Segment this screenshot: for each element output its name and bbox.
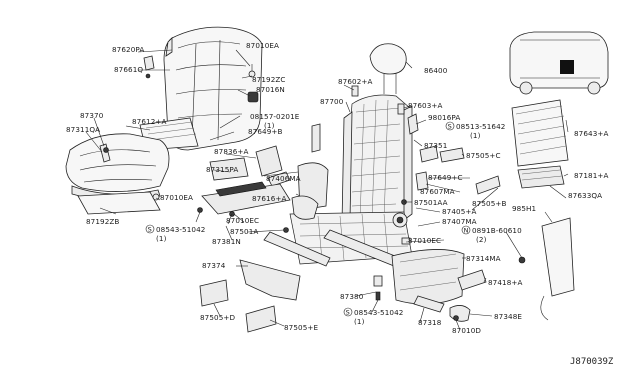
vehicle-inset (509, 31, 609, 95)
label-08513-qty: (1) (470, 131, 481, 140)
headrest (369, 43, 407, 94)
cover-87505e (245, 305, 277, 333)
label-87407ma: 87407MA (442, 217, 477, 226)
label-87010d: 87010D (452, 326, 481, 335)
label-87649b: 87649+B (248, 127, 283, 136)
lever-87318 (413, 295, 445, 313)
callout-0891b: N 0891B-60610 (2) (461, 225, 522, 244)
cover-87505d (199, 279, 229, 307)
label-87192zb: 87192ZB (86, 217, 119, 226)
small-right-parts (401, 113, 501, 245)
svg-text:S: S (346, 309, 350, 317)
label-87406ma: 87406MA (266, 174, 301, 183)
diagram-code: J870039Z (570, 357, 614, 367)
label-87370: 87370 (80, 111, 104, 120)
side-airbag-module (518, 217, 575, 321)
svg-text:S: S (448, 123, 452, 131)
label-87374: 87374 (202, 261, 226, 270)
headrest-guide (351, 85, 405, 115)
leader-lines (85, 49, 569, 331)
outer-shield-87314ma (391, 249, 465, 305)
label-87010ec: 87010EC (226, 216, 259, 225)
label-87192zc: 87192ZC (252, 75, 286, 84)
callout-08513: S 08513-51642 (1) (445, 121, 505, 140)
label-87612a: 87612+A (132, 117, 167, 126)
label-08543-bottom: 08543-51042 (354, 308, 403, 317)
label-87016n: 87016N (256, 85, 285, 94)
label-87620pa: 87620PA (112, 45, 144, 54)
label-87602a: 87602+A (338, 77, 373, 86)
label-87311qa: 87311QA (66, 125, 100, 134)
part-labels: 87620PA 87661Q 87010EA 87192ZC 87016N 08… (66, 41, 609, 335)
label-87700: 87700 (320, 97, 344, 106)
bolt-87380 (373, 275, 383, 301)
seat-cushion (65, 133, 170, 201)
svg-text:S: S (148, 226, 152, 234)
back-board (511, 99, 569, 167)
label-87314ma: 87314MA (466, 254, 501, 263)
label-87418a: 87418+A (488, 278, 523, 287)
label-87643a: 87643+A (574, 129, 609, 138)
label-87501aa: 87501AA (414, 198, 448, 207)
label-08513: 08513-51642 (456, 122, 505, 131)
label-87661q: 87661Q (114, 65, 143, 74)
label-87010ea-mid: 87010EA (160, 193, 193, 202)
label-87836a: 87836+A (214, 147, 249, 156)
lower-cover-87374 (239, 259, 301, 301)
label-87603a: 87603+A (408, 101, 443, 110)
label-87505d: 87505+D (200, 313, 235, 322)
seat-frame (263, 94, 413, 271)
label-0891b: 0891B-60610 (472, 226, 522, 235)
side-shield-outer (201, 145, 291, 215)
label-87616a: 87616+A (252, 194, 287, 203)
label-87348e: 87348E (494, 312, 522, 321)
label-87010ea-top: 87010EA (246, 41, 279, 50)
label-87380: 87380 (340, 292, 364, 301)
knob-87418a (457, 269, 487, 291)
label-87318: 87318 (418, 318, 442, 327)
label-87315pa: 87315PA (206, 165, 238, 174)
label-985h1: 985H1 (512, 204, 536, 213)
label-87633qa: 87633QA (568, 191, 602, 200)
label-87381n: 87381N (212, 237, 241, 246)
label-87505e: 87505+E (284, 323, 318, 332)
label-0891b-qty: (2) (476, 235, 487, 244)
small-left-parts (143, 55, 321, 220)
label-87181a: 87181+A (574, 171, 609, 180)
label-87649c: 87649+C (428, 173, 463, 182)
label-87501a: 87501A (230, 227, 258, 236)
label-87505b: 87505+B (472, 199, 507, 208)
clip-87010d (453, 315, 459, 321)
label-08543-left-qty: (1) (156, 234, 167, 243)
label-08543-left: 08543-51042 (156, 225, 205, 234)
label-87351: 87351 (424, 141, 447, 150)
label-87607ma: 87607MA (420, 187, 455, 196)
knob-87348e (449, 305, 471, 322)
label-08157: 08157-0201E (250, 112, 300, 121)
label-08543-bottom-qty: (1) (354, 317, 365, 326)
label-08157-qty: (1) (264, 121, 275, 130)
svg-text:N: N (464, 227, 469, 235)
label-98016pa: 98016PA (428, 113, 460, 122)
label-87505c: 87505+C (466, 151, 501, 160)
callout-08543-left: S 08543-51042 (1) (145, 224, 205, 243)
label-87010ec-right: 87010EC (408, 236, 441, 245)
label-87405a: 87405+A (442, 207, 477, 216)
callout-08543-bottom: S 08543-51042 (1) (343, 307, 403, 326)
cushion-bottom-pad (77, 191, 161, 215)
label-86400: 86400 (424, 66, 448, 75)
pad-87181a (517, 165, 565, 189)
clip-87010ea-top (247, 64, 259, 103)
